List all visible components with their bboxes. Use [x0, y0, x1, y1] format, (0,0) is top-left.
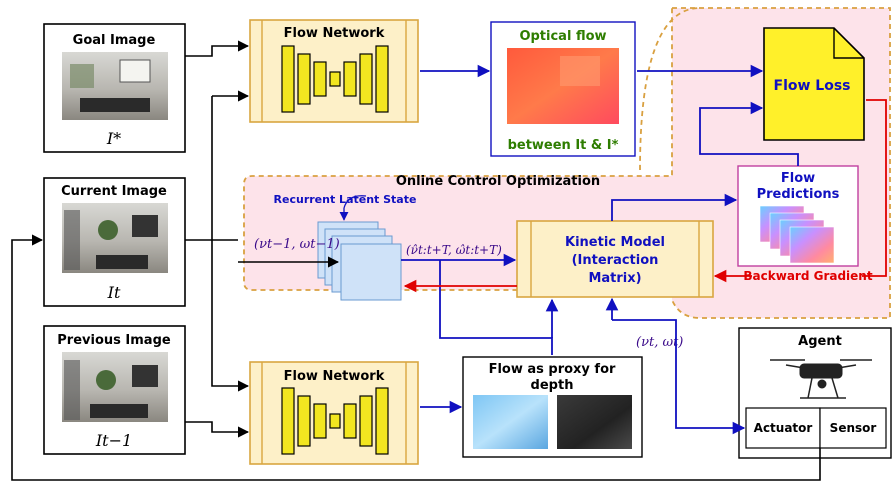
agent-box: Agent Actuator Sensor: [738, 327, 892, 459]
flow-predictions-box: Flow Predictions: [737, 165, 859, 267]
red-arrows: [403, 99, 887, 293]
flow-network-top-label: Flow Network: [284, 26, 385, 41]
current-image-box: Current Image It: [43, 177, 186, 307]
optimization-region-pink: [243, 7, 891, 319]
flow-network-bottom-label: Flow Network: [284, 369, 385, 384]
agent-label: Agent: [798, 334, 842, 349]
depth-flow-image: [473, 395, 548, 449]
recurrent-latent-label: Recurrent Latent State: [274, 193, 417, 206]
flow-proxy-line1: Flow as proxy for: [489, 362, 616, 377]
optical-flow-label: Optical flow: [519, 29, 606, 44]
kinetic-model-line2: (Interaction: [572, 253, 659, 268]
flow-loss-label: Flow Loss: [774, 78, 851, 94]
current-image-symbol: It: [107, 283, 121, 302]
recurrent-latent-state: Recurrent Latent State: [274, 193, 417, 301]
previous-image-label: Previous Image: [57, 333, 171, 348]
predicted-velocity-label: (ν̂t:t+T, ω̂t:t+T): [406, 243, 502, 257]
flow-loss-box: Flow Loss: [763, 27, 865, 141]
actuator-label: Actuator: [754, 421, 813, 435]
input-velocity-label: (νt−1, ωt−1): [254, 237, 340, 252]
goal-image-symbol: I*: [106, 129, 121, 148]
backward-gradient-label: Backward Gradient: [743, 269, 872, 283]
black-arrows: [11, 40, 821, 481]
kinetic-model-line3: Matrix): [588, 271, 641, 286]
blue-arrows: [401, 64, 799, 435]
flow-proxy-box: Flow as proxy for depth: [462, 356, 643, 458]
loss-region-top: [639, 7, 701, 171]
flow-proxy-line2: depth: [531, 378, 574, 393]
kinetic-model-line1: Kinetic Model: [565, 235, 665, 250]
sensor-label: Sensor: [830, 421, 877, 435]
current-image-label: Current Image: [61, 184, 167, 199]
previous-image-box: Previous Image It−1: [43, 325, 186, 455]
kinetic-model-box: Kinetic Model (Interaction Matrix): [516, 220, 714, 298]
flow-network-bottom: Flow Network: [249, 361, 419, 465]
flow-predictions-line2: Predictions: [757, 187, 840, 202]
drone-icon: [770, 359, 872, 399]
goal-image-box: Goal Image I*: [43, 23, 186, 153]
output-velocity-label: (νt, ωt): [636, 335, 683, 350]
optical-flow-box: Optical flow between It & I*: [490, 21, 636, 157]
flow-network-top: Flow Network: [249, 19, 419, 123]
depth-gray-image: [557, 395, 632, 449]
flow-predictions-line1: Flow: [781, 171, 815, 186]
goal-image-label: Goal Image: [73, 33, 156, 48]
between-label: between It & I*: [508, 138, 619, 153]
online-control-label: Online Control Optimization: [396, 174, 600, 189]
previous-image-symbol: It−1: [95, 431, 132, 450]
